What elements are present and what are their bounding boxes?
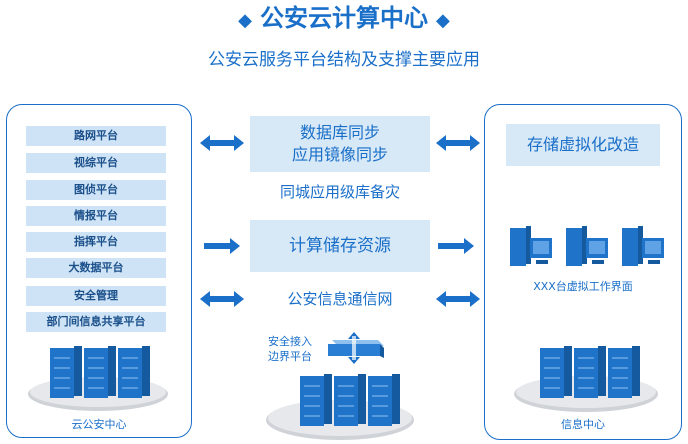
server-rack-icon xyxy=(500,342,670,418)
double-arrow-icon xyxy=(436,291,480,307)
platform-item: 部门间信息共享平台 xyxy=(26,312,166,332)
platform-item: 视综平台 xyxy=(26,153,166,173)
right-panel-caption: 信息中心 xyxy=(561,418,605,431)
right-arrow-icon xyxy=(204,238,240,254)
server-rack-icon xyxy=(256,366,426,444)
diamond-icon: ◆ xyxy=(238,10,252,31)
platform-item: 情报平台 xyxy=(26,206,166,226)
double-arrow-icon xyxy=(436,135,480,151)
double-arrow-icon xyxy=(200,291,244,307)
sync-box: 数据库同步 应用镜像同步 xyxy=(250,116,430,172)
network-label: 公安信息通信网 xyxy=(287,290,393,308)
security-gateway-icon xyxy=(324,330,386,366)
platform-item: 安全管理 xyxy=(26,286,166,306)
backup-label: 同城应用级库备灾 xyxy=(279,183,400,201)
workstations-label: XXX台虚拟工作界面 xyxy=(533,280,633,293)
page-title: ◆公安云计算中心◆ xyxy=(238,4,450,32)
boundary-label: 安全接入 边界平台 xyxy=(268,335,312,363)
right-arrow-icon xyxy=(438,238,474,254)
platform-item: 指挥平台 xyxy=(26,232,166,252)
diamond-icon: ◆ xyxy=(436,10,450,31)
platform-item: 大数据平台 xyxy=(26,258,166,278)
left-panel-caption: 云公安中心 xyxy=(71,418,127,431)
page-subtitle: 公安云服务平台结构及支撑主要应用 xyxy=(208,50,480,70)
virtualization-box: 存储虚拟化改造 xyxy=(506,124,660,166)
double-arrow-icon xyxy=(200,135,244,151)
server-rack-icon xyxy=(14,342,184,422)
platform-item: 路网平台 xyxy=(26,126,166,146)
resource-box: 计算储存资源 xyxy=(250,220,430,272)
platform-item: 图侦平台 xyxy=(26,180,166,200)
workstation-icon xyxy=(508,224,668,270)
